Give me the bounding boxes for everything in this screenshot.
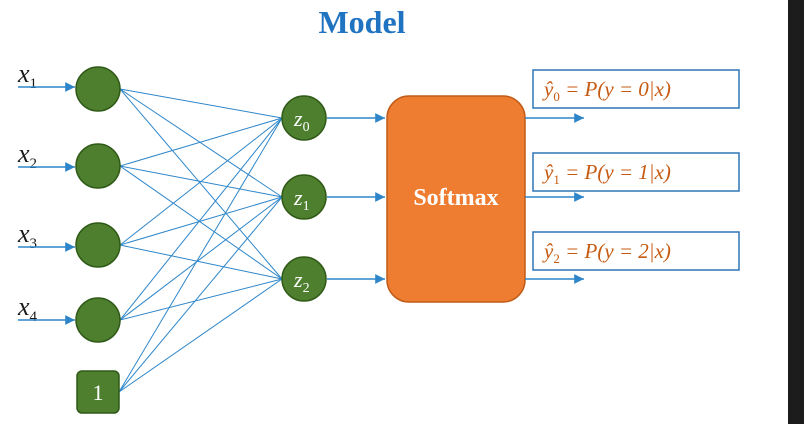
right-dark-border	[788, 0, 804, 424]
hidden-label-z1: z1	[293, 185, 310, 214]
hidden-label-z0: z0	[293, 106, 310, 135]
bias-node	[76, 370, 120, 414]
connection-edge	[119, 244, 283, 280]
input-x1: x1	[17, 59, 75, 92]
hidden-node-z1	[281, 174, 327, 220]
output-text-1: ŷ1 = P(y = 1|x)	[542, 160, 671, 187]
input-node-4	[75, 297, 121, 343]
connection-edge	[119, 88, 283, 280]
hidden-node-z0	[281, 95, 327, 141]
input-label-x2: x2	[17, 139, 37, 172]
softmax-label: Softmax	[413, 185, 498, 211]
output-text-2: ŷ2 = P(y = 2|x)	[542, 239, 671, 266]
output-box-1	[532, 152, 740, 192]
input-x3: x3	[17, 219, 75, 252]
connection-edge	[119, 196, 283, 321]
connection-edges	[118, 88, 283, 393]
connection-edge	[119, 88, 283, 119]
input-label-x3: x3	[17, 219, 37, 252]
connection-edge	[118, 117, 283, 393]
input-node-3	[75, 222, 121, 268]
hidden-node-z2	[281, 256, 327, 302]
input-node-1	[75, 66, 121, 112]
diagram-title: Model	[318, 4, 405, 40]
connection-edge	[119, 196, 283, 246]
output-box-2	[532, 231, 740, 271]
connection-edge	[119, 117, 283, 246]
connection-edge	[119, 165, 283, 280]
connection-edge	[118, 196, 283, 393]
input-x4: x4	[17, 292, 75, 325]
connection-edge	[119, 88, 283, 198]
output-text-0: ŷ0 = P(y = 0|x)	[542, 77, 671, 104]
bias-label: 1	[93, 380, 104, 405]
connection-edge	[119, 117, 283, 167]
connection-edge	[119, 278, 283, 321]
input-label-x4: x4	[17, 292, 38, 325]
input-x2: x2	[17, 139, 75, 172]
input-label-x1: x1	[17, 59, 37, 92]
connection-edge	[118, 278, 283, 393]
hidden-label-z2: z2	[293, 267, 310, 296]
connection-edge	[119, 117, 283, 321]
input-node-2	[75, 143, 121, 189]
output-box-0	[532, 69, 740, 109]
softmax-block	[386, 95, 526, 303]
